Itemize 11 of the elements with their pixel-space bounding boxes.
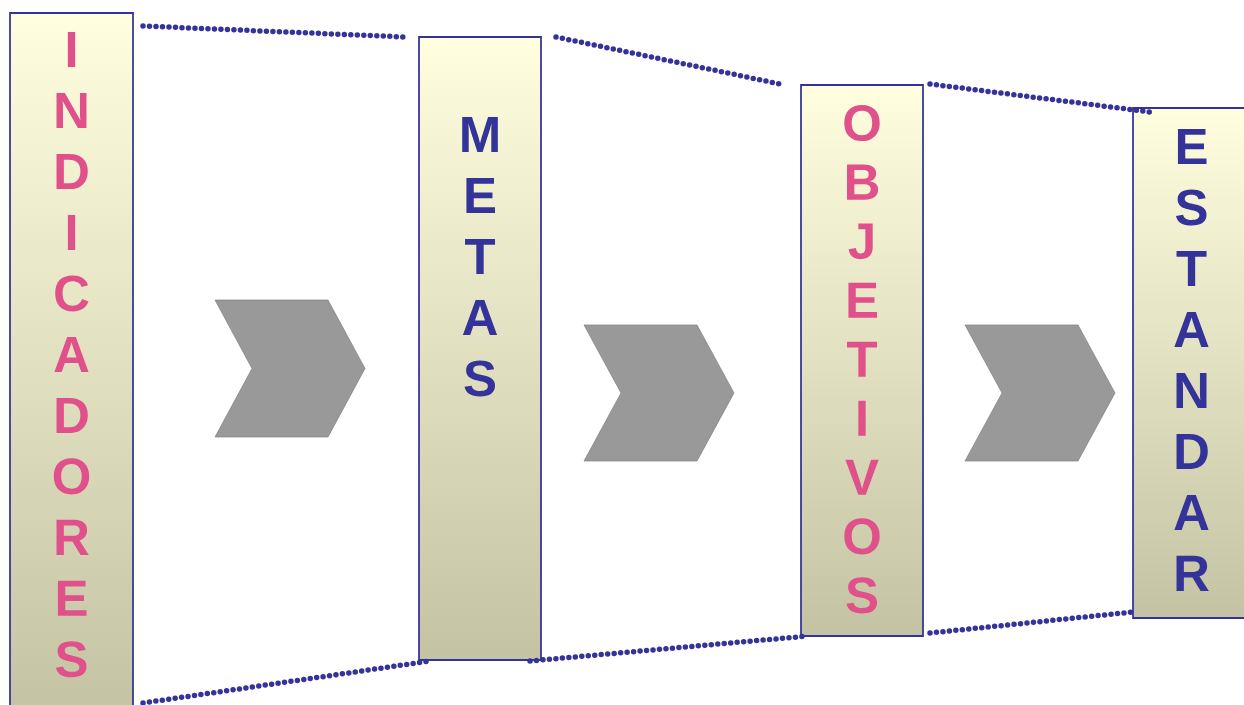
dotted-line xyxy=(140,23,408,40)
dotted-line xyxy=(553,34,783,87)
letter-bar: INDICADORES xyxy=(9,12,134,705)
letter-bar: METAS xyxy=(418,36,542,661)
chevron-arrow xyxy=(214,299,366,438)
dotted-line xyxy=(927,609,1136,636)
letter-bar: ESTANDAR xyxy=(1132,107,1244,619)
letter-bar: OBJETIVOS xyxy=(800,84,924,637)
chevron-arrow xyxy=(964,324,1116,462)
dotted-line xyxy=(927,81,1153,115)
chevron-arrow xyxy=(583,324,735,462)
